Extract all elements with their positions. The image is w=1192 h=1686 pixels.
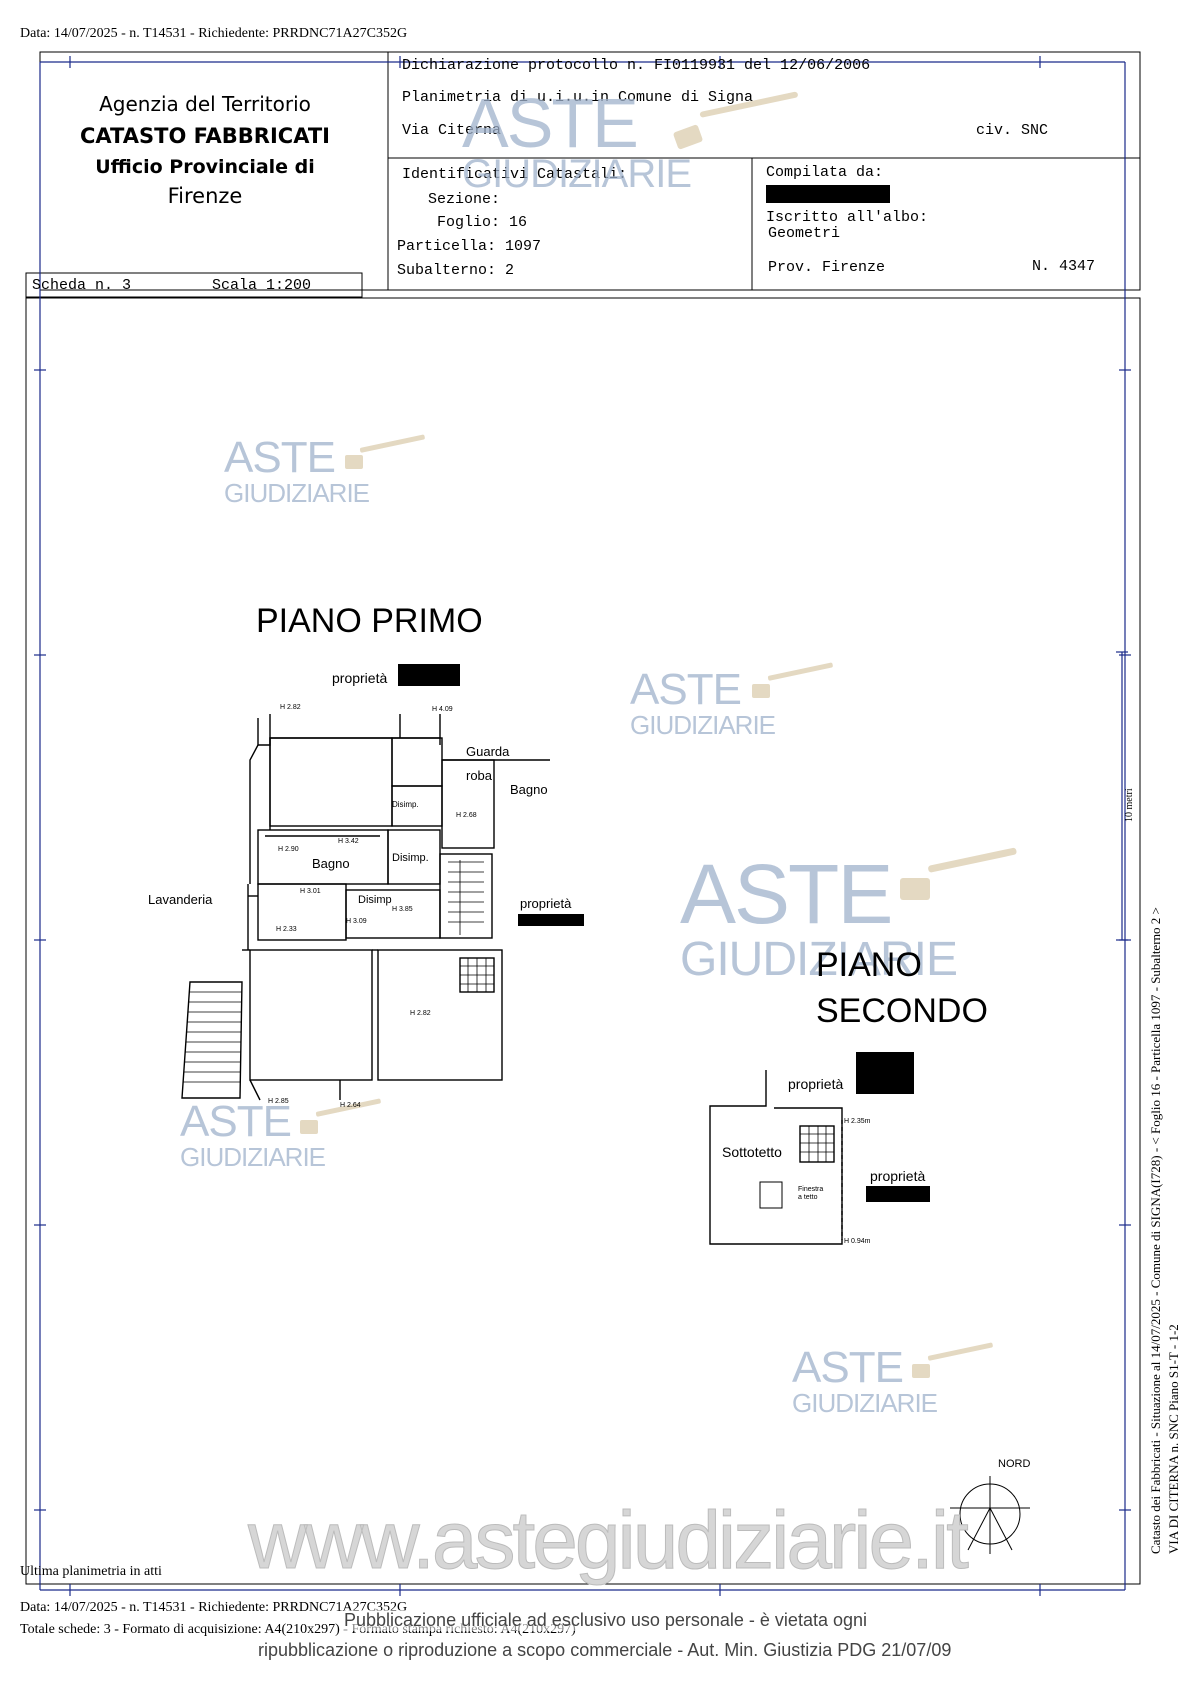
scale-bar-label: 10 metri xyxy=(1124,788,1135,822)
catasto-title: CATASTO FABBRICATI xyxy=(80,124,330,148)
height-label: H 2.90 xyxy=(278,846,299,853)
height-label: H 3.01 xyxy=(300,888,321,895)
height-label: H 2.82 xyxy=(410,1010,431,1017)
room-guarda: Guarda xyxy=(466,744,510,759)
floor2-proprieta-right: proprietà xyxy=(870,1168,926,1184)
protocol-line: Dichiarazione protocollo n. FI0119931 de… xyxy=(402,57,871,74)
north-label: NORD xyxy=(998,1458,1031,1470)
footer-notice-1: Pubblicazione ufficiale ad esclusivo uso… xyxy=(344,1610,867,1631)
watermark-5: ASTE GIUDIZIARIE xyxy=(792,1343,938,1418)
room-roba: roba xyxy=(466,768,493,783)
footer-notice-2: ripubblicazione o riproduzione a scopo c… xyxy=(258,1640,952,1660)
redacted-owner-1 xyxy=(398,664,460,686)
height-label: H 2.85 xyxy=(268,1098,289,1105)
floor2-proprieta-top: proprietà xyxy=(788,1076,844,1092)
planimetry-line: Planimetria di u.i.u.in Comune di Signa xyxy=(402,89,754,106)
room-sottotetto: Sottotetto xyxy=(722,1144,782,1160)
site-watermark: www.astegiudiziarie.it xyxy=(248,1495,970,1587)
particella-field: Particella: 1097 xyxy=(397,238,542,255)
room-disimp2: Disimp xyxy=(358,894,392,906)
subalterno-field: Subalterno: 2 xyxy=(397,262,515,279)
watermark-1: ASTE GIUDIZIARIE xyxy=(224,433,370,508)
redacted-name xyxy=(766,185,890,203)
room-disimp-small: Disimp. xyxy=(392,800,419,809)
height-label: H 4.09 xyxy=(432,706,453,713)
ufficio-line: Ufficio Provinciale di xyxy=(95,156,315,178)
height-label: H 2.35m xyxy=(844,1118,871,1125)
iscritto-label: Iscritto all'albo: xyxy=(766,209,929,226)
height-label: H 0.94m xyxy=(844,1238,871,1245)
height-label: H 2.68 xyxy=(456,812,477,819)
compilata-label: Compilata da: xyxy=(766,164,884,181)
watermark-3: ASTE GIUDIZIARIE xyxy=(680,847,958,986)
header-meta: Data: 14/07/2025 - n. T14531 - Richieden… xyxy=(20,26,408,41)
floor1-proprieta-top: proprietà xyxy=(332,670,388,686)
room-bagno: Bagno xyxy=(312,856,350,871)
city-name: Firenze xyxy=(167,184,243,208)
register-number: N. 4347 xyxy=(1032,258,1096,275)
watermark-2: ASTE GIUDIZIARIE xyxy=(630,665,776,740)
room-lavanderia: Lavanderia xyxy=(148,892,213,907)
foglio-field: Foglio: 16 xyxy=(437,214,528,231)
redacted-owner-2 xyxy=(518,914,584,926)
height-label: H 2.33 xyxy=(276,926,297,933)
albo-value: Geometri xyxy=(768,225,841,242)
redacted-owner-4 xyxy=(866,1186,930,1202)
height-label: H 3.09 xyxy=(346,918,367,925)
height-label: H 3.42 xyxy=(338,838,359,845)
sezione-field: Sezione: xyxy=(428,191,501,208)
watermark-header: ASTE GIUDIZIARIE xyxy=(462,84,692,196)
street-line: Via Citerna xyxy=(402,122,502,139)
scheda-number: Scheda n. 3 xyxy=(32,277,132,294)
finestra-label-1: Finestra xyxy=(798,1186,824,1193)
province-field: Prov. Firenze xyxy=(768,259,886,276)
agency-name: Agenzia del Territorio xyxy=(99,92,311,116)
height-label: H 3.85 xyxy=(392,906,413,913)
height-label: H 2.64 xyxy=(340,1102,361,1109)
room-bagno-right: Bagno xyxy=(510,782,548,797)
redacted-owner-3 xyxy=(856,1052,914,1094)
side-caption-1: Catasto dei Fabbricati - Situazione al 1… xyxy=(1148,907,1163,1554)
footer-meta-1: Data: 14/07/2025 - n. T14531 - Richieden… xyxy=(20,1600,408,1615)
floor2-title-1: PIANO xyxy=(816,946,922,984)
identifiers-title: Identificativi Catastali: xyxy=(402,166,628,183)
ultima-planimetria: Ultima planimetria in atti xyxy=(20,1564,162,1579)
room-disimp: Disimp. xyxy=(392,852,429,864)
civic-number: civ. SNC xyxy=(976,122,1049,139)
floor2-title-2: SECONDO xyxy=(816,992,988,1030)
finestra-label-2: a tetto xyxy=(798,1194,818,1201)
watermark-4: ASTE GIUDIZIARIE xyxy=(180,1097,326,1172)
height-label: H 2.82 xyxy=(280,704,301,711)
north-compass-icon xyxy=(950,1476,1030,1554)
floor1-proprieta-right: proprietà xyxy=(520,896,572,911)
scheda-scale: Scala 1:200 xyxy=(212,277,312,294)
side-caption-2: VIA DI CITERNA n. SNC Piano S1-T - 1-2 xyxy=(1166,1324,1181,1554)
floor1-title: PIANO PRIMO xyxy=(256,602,483,640)
